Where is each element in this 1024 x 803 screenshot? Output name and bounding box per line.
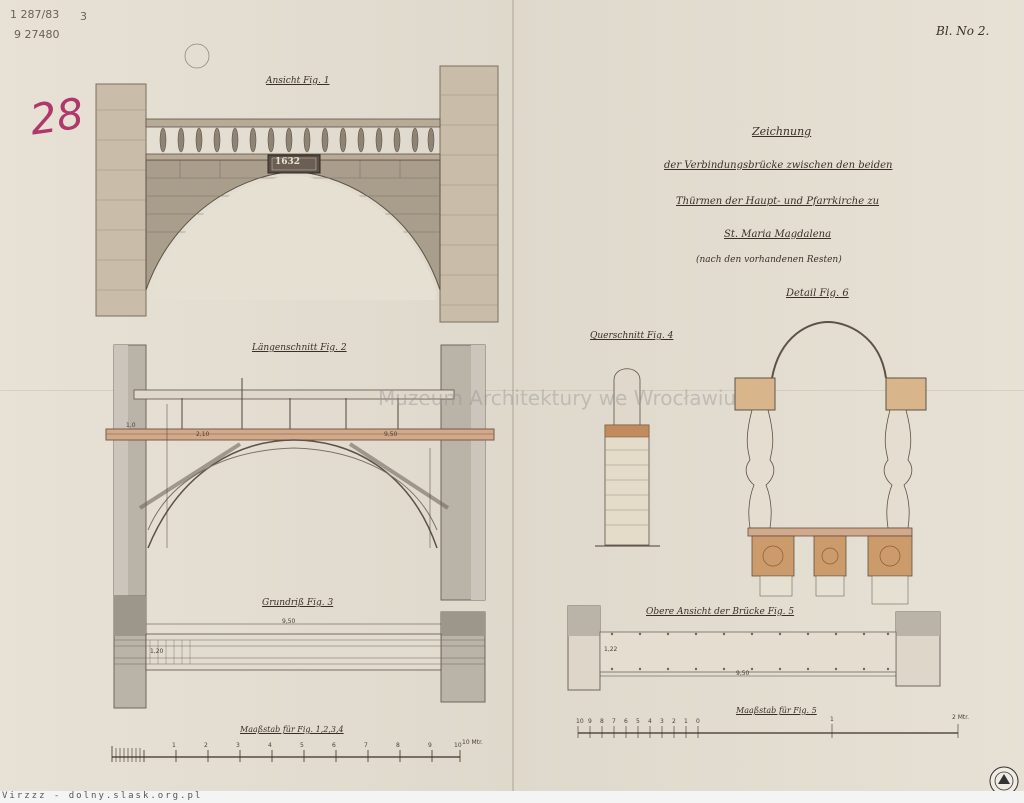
title-line-3: Thürmen der Haupt- und Pfarrkirche zu — [676, 196, 880, 207]
scale-right-tick-6: 6 — [624, 718, 628, 725]
scale-left-tick-5: 5 — [300, 742, 304, 749]
scale-left-tick-2: 2 — [204, 742, 208, 749]
scale-bar-right — [577, 724, 959, 738]
sheet-number: Bl. No 2. — [936, 24, 990, 38]
fig3-plan — [113, 595, 486, 709]
date-plaque: 1632 — [275, 157, 301, 167]
scale-right-tick-1: 1 — [684, 718, 688, 725]
title-line-2: der Verbindungsbrücke zwischen den beide… — [664, 160, 893, 171]
scale-right-tick-9: 9 — [588, 718, 592, 725]
fig5-title: Obere Ansicht der Brücke Fig. 5 — [646, 607, 795, 617]
pencil-note-1: 1 287/83 — [10, 8, 60, 21]
scale-right-tick-1m: 1 — [830, 716, 834, 723]
dim-9-50-b: 9,50 — [282, 618, 296, 625]
scale-left-tick-10: 10 — [454, 742, 462, 749]
scale-left-title: Maaßstab für Fig. 1,2,3,4 — [240, 725, 344, 734]
scale-left-tick-1: 1 — [172, 742, 176, 749]
scale-left-tick-6: 6 — [332, 742, 336, 749]
scale-right-end: 2 Mtr. — [952, 714, 970, 721]
dim-9-50-a: 9,50 — [384, 431, 398, 438]
source-footer: Virzzz - dolny.slask.org.pl — [0, 791, 1024, 803]
scale-right-tick-2: 2 — [672, 718, 676, 725]
fig2-title: Längenschnitt Fig. 2 — [252, 343, 347, 353]
scale-left-tick-4: 4 — [268, 742, 272, 749]
scale-right-tick-7: 7 — [612, 718, 616, 725]
inventory-number: 28 — [26, 88, 87, 145]
scale-left-end: 10 Mtr. — [462, 739, 483, 746]
source-credit: Virzzz - dolny.slask.org.pl — [2, 791, 203, 801]
fig4-title: Querschnitt Fig. 4 — [590, 331, 674, 341]
title-line-5: (nach den vorhandenen Resten) — [696, 255, 842, 265]
scale-bar-left — [111, 746, 461, 762]
pencil-stamp — [184, 43, 210, 69]
dim-1-0: 1,0 — [126, 422, 136, 429]
pencil-note-2: 9 27480 — [14, 28, 60, 41]
scale-left-tick-3: 3 — [236, 742, 240, 749]
paper-fold-vertical — [512, 0, 514, 795]
detail-fig6 — [734, 320, 927, 605]
fig4-cross-section — [595, 368, 660, 547]
title-line-4: St. Maria Magdalena — [724, 229, 832, 240]
scale-right-tick-4: 4 — [648, 718, 652, 725]
archive-stamp — [989, 766, 1019, 795]
scale-right-tick-8: 8 — [600, 718, 604, 725]
dim-1-22: 1,22 — [604, 646, 618, 653]
scale-left-tick-8: 8 — [396, 742, 400, 749]
scale-right-tick-10: 10 — [576, 718, 584, 725]
scale-right-tick-0: 0 — [696, 718, 700, 725]
museum-watermark: Muzeum Architektury we Wrocławiu — [378, 386, 737, 410]
scale-left-tick-9: 9 — [428, 742, 432, 749]
fig1-title: Ansicht Fig. 1 — [266, 76, 330, 86]
pencil-note-3: 3 — [80, 10, 87, 23]
fig3-title: Grundriß Fig. 3 — [262, 598, 334, 608]
fig2-section — [105, 344, 495, 601]
scale-left-tick-7: 7 — [364, 742, 368, 749]
detail-title: Detail Fig. 6 — [786, 288, 849, 299]
scale-right-tick-3: 3 — [660, 718, 664, 725]
paper-fold-horizontal — [0, 390, 1024, 391]
scale-right-title: Maaßstab für Fig. 5 — [736, 706, 817, 715]
dim-9-50-c: 9,50 — [736, 670, 750, 677]
dim-2-10: 2,10 — [196, 431, 210, 438]
scale-right-tick-5: 5 — [636, 718, 640, 725]
dim-1-20: 1,20 — [150, 648, 164, 655]
fig5-top-view — [567, 605, 941, 691]
title-line-1: Zeichnung — [752, 125, 812, 138]
fig1-elevation — [95, 65, 499, 323]
